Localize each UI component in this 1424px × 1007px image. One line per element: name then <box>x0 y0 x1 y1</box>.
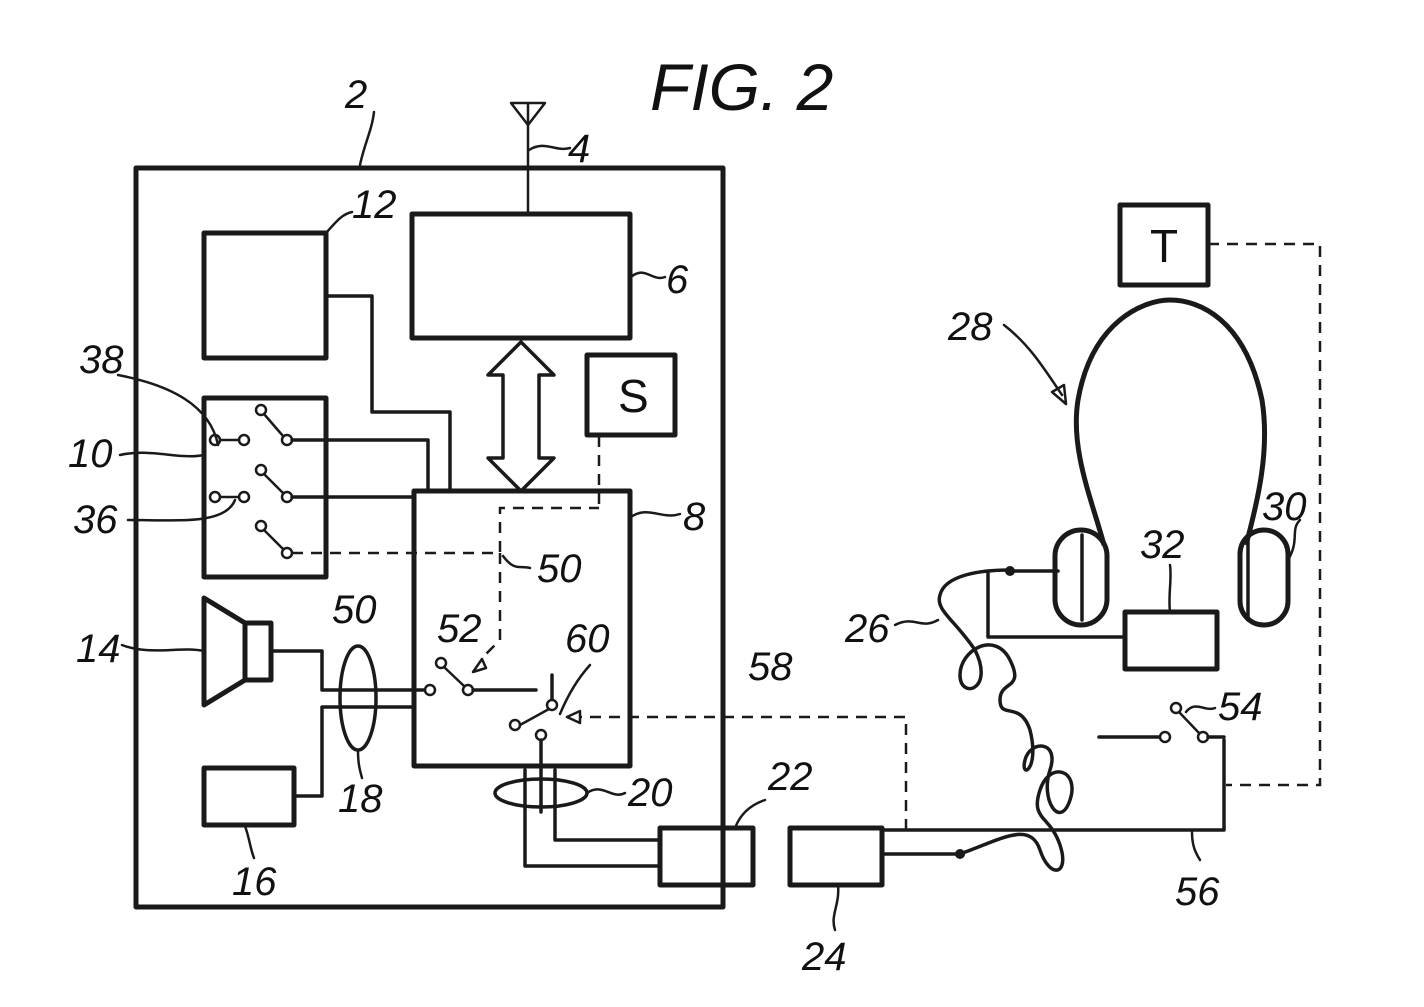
bundle-18 <box>340 646 376 750</box>
keypad-switches <box>210 405 292 558</box>
label-cable: 26 <box>844 607 890 651</box>
leader-keypad <box>120 453 204 457</box>
transceiver-block <box>412 214 630 338</box>
leader-line-50-b <box>503 556 530 568</box>
leader-switch-60 <box>560 665 590 714</box>
connector-24 <box>790 828 882 885</box>
leader-bundle-20 <box>587 789 625 794</box>
label-connector-22: 22 <box>767 755 813 799</box>
headset-mic-block <box>1125 612 1217 669</box>
leader-cable <box>895 620 938 625</box>
label-switch-52: 52 <box>437 607 482 651</box>
leader-connector-22 <box>735 800 765 828</box>
switch-52 <box>425 658 536 695</box>
label-line-50-a: 50 <box>332 588 377 632</box>
label-earpiece: 30 <box>1262 485 1307 529</box>
s-box-label: S <box>618 370 649 422</box>
switch-60 <box>510 675 557 812</box>
label-key-38: 38 <box>79 338 124 382</box>
leader-controller <box>631 512 680 517</box>
coiled-cable <box>939 570 1072 870</box>
wire-keypad-controller-a <box>292 440 428 491</box>
t-box-label: T <box>1150 220 1178 272</box>
label-keypad: 10 <box>68 432 113 476</box>
label-display: 12 <box>352 183 397 227</box>
leader-bundle-18 <box>358 750 362 778</box>
leader-microphone <box>245 826 254 858</box>
speaker-icon <box>204 598 271 705</box>
leader-headset-mic <box>1169 565 1170 612</box>
leader-display <box>326 212 352 233</box>
keypad-block <box>204 398 326 577</box>
label-speaker: 14 <box>76 627 121 671</box>
label-switch-60: 60 <box>565 617 610 661</box>
microphone-block <box>204 768 294 825</box>
label-switch-54: 54 <box>1218 685 1263 729</box>
antenna-icon <box>511 103 545 214</box>
label-line-56: 56 <box>1175 870 1220 914</box>
leader-line-56 <box>1192 832 1200 860</box>
arrow-to-52-icon <box>473 659 486 672</box>
leader-device <box>360 112 374 165</box>
leader-antenna <box>529 146 570 150</box>
label-line-58: 58 <box>748 645 793 689</box>
label-controller: 8 <box>683 495 706 539</box>
leader-transceiver <box>631 273 665 278</box>
arrow-to-60-icon <box>567 711 580 723</box>
label-key-36: 36 <box>73 498 118 542</box>
figure-title: FIG. 2 <box>650 50 833 124</box>
label-line-50-b: 50 <box>537 547 582 591</box>
label-headset: 28 <box>947 305 993 349</box>
leader-connector-24 <box>834 885 839 930</box>
arrow-headset-icon <box>1052 385 1066 404</box>
leader-key-36 <box>128 500 235 520</box>
label-headset-mic: 32 <box>1140 523 1185 567</box>
label-microphone: 16 <box>232 860 277 904</box>
label-bundle-18: 18 <box>338 777 383 821</box>
leader-switch-54 <box>1186 707 1215 712</box>
label-device: 2 <box>344 73 367 117</box>
label-antenna: 4 <box>568 127 590 171</box>
label-connector-24: 24 <box>801 935 847 979</box>
leader-headset <box>1004 325 1062 395</box>
label-transceiver: 6 <box>666 258 689 302</box>
bus-arrow-icon <box>488 342 554 491</box>
dashed-line-50-branch <box>486 553 500 654</box>
label-bundle-20: 20 <box>627 771 673 815</box>
wire-display-controller <box>326 296 450 491</box>
display-block <box>204 233 326 358</box>
connector-22 <box>660 828 753 885</box>
